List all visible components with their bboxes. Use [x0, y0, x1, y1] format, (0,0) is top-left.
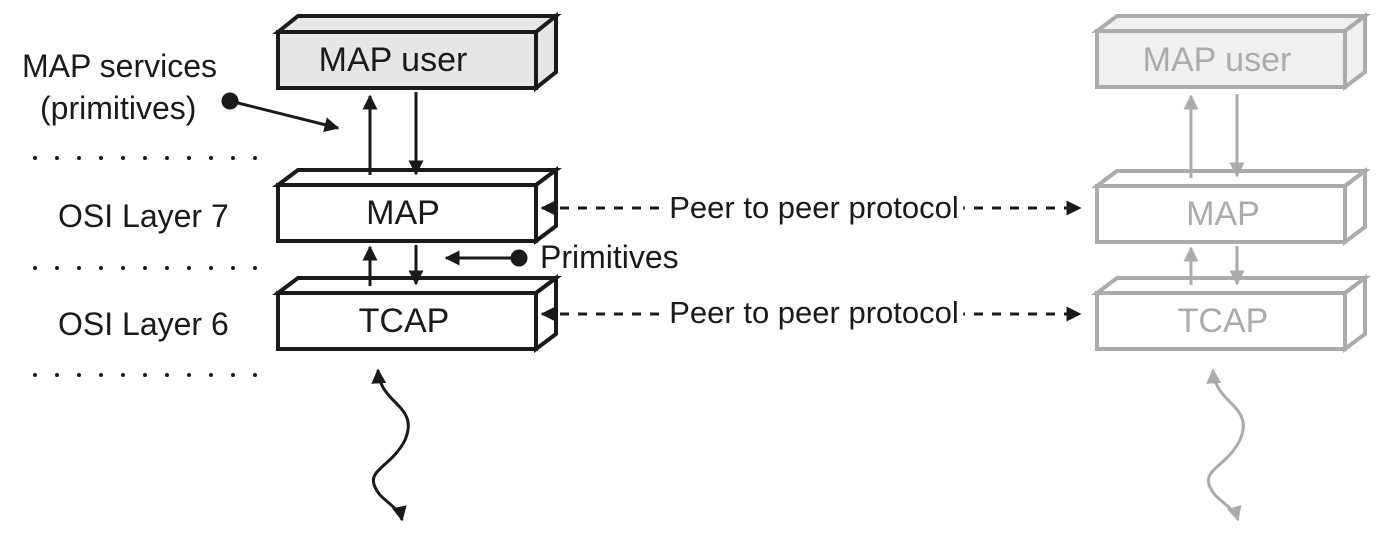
- left-map-user-label: MAP user: [318, 41, 468, 79]
- osi-layer-7-label: OSI Layer 7: [58, 198, 229, 234]
- left-tcap-box: [272, 274, 562, 353]
- layer-separators: [33, 156, 277, 377]
- tcap-peer-protocol-label: Peer to peer protocol: [665, 297, 963, 328]
- left-stack: [272, 11, 562, 353]
- left-vertical-arrows: [362, 92, 424, 522]
- services-pointer-arrow: [229, 99, 340, 133]
- left-wavy-link: [371, 368, 410, 522]
- right-map-box: [1091, 167, 1371, 246]
- left-tcap-label: TCAP: [358, 302, 450, 340]
- right-map-user-label: MAP user: [1142, 41, 1292, 79]
- osi-layer-6-label: OSI Layer 6: [58, 306, 229, 342]
- right-vertical-arrows: [1183, 94, 1245, 522]
- right-wavy-link: [1206, 368, 1245, 522]
- right-map-user-box: [1091, 12, 1371, 91]
- left-map-label: MAP: [366, 194, 440, 232]
- primitives-label: Primitives: [540, 239, 679, 275]
- map-services-label-line1: MAP services: [22, 48, 218, 84]
- right-tcap-box: [1091, 274, 1371, 353]
- right-stack: [1091, 12, 1371, 353]
- annotation-pointers: [221, 92, 528, 267]
- map-services-label-line2: (primitives): [40, 90, 197, 126]
- right-map-label: MAP: [1186, 195, 1260, 233]
- map-peer-protocol-label: Peer to peer protocol: [665, 192, 963, 223]
- left-map-user-box: [272, 11, 562, 93]
- right-tcap-label: TCAP: [1177, 302, 1269, 340]
